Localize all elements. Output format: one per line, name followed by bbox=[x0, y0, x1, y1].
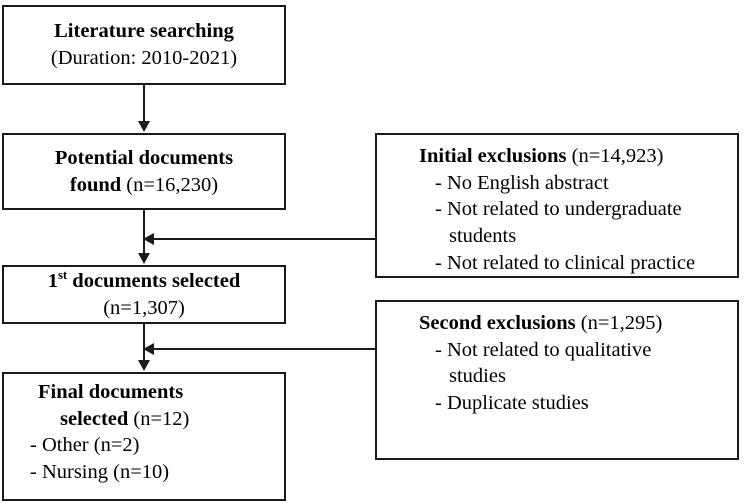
first-selected-count: (n=1,307) bbox=[103, 296, 185, 319]
potential-documents-count: (n=16,230) bbox=[121, 173, 219, 196]
arrowhead-left-from-second-exclusions bbox=[143, 343, 154, 355]
second-exclusions-item-2: - Duplicate studies bbox=[435, 391, 589, 414]
box-final-documents-selected: Final documents selected (n=12) - Other … bbox=[2, 372, 286, 501]
connector-line-second-exclusions bbox=[149, 348, 376, 350]
initial-exclusions-item-3: - Not related to clinical practice bbox=[435, 251, 696, 274]
connector-line-potential-to-first-selected bbox=[143, 210, 145, 255]
connector-line-initial-exclusions bbox=[149, 238, 376, 240]
second-exclusions-item-1-continuation: studies bbox=[449, 365, 506, 388]
literature-searching-title: Literature searching bbox=[54, 20, 234, 43]
final-selected-title-line1: Final documents bbox=[38, 381, 184, 403]
second-exclusions-count: (n=1,295) bbox=[575, 312, 663, 334]
potential-documents-title-line2: found (n=16,230) bbox=[4, 172, 284, 199]
final-selected-item-nursing: - Nursing (n=10) bbox=[30, 460, 170, 483]
initial-exclusions-heading-label: Initial exclusions bbox=[419, 145, 567, 167]
connector-line-searching-to-potential bbox=[143, 85, 145, 123]
first-selected-ordinal-suffix: st bbox=[57, 268, 68, 283]
arrowhead-left-from-initial-exclusions bbox=[143, 233, 154, 245]
initial-exclusions-item-1: - No English abstract bbox=[435, 171, 609, 194]
final-selected-item-other: - Other (n=2) bbox=[30, 434, 140, 457]
second-exclusions-item-1: - Not related to qualitative bbox=[435, 338, 652, 361]
arrowhead-down-into-final-selected bbox=[138, 360, 150, 371]
first-selected-title: 1st documents selected bbox=[4, 268, 284, 295]
arrowhead-down-into-potential-documents bbox=[138, 121, 150, 132]
box-first-documents-selected: 1st documents selected (n=1,307) bbox=[2, 265, 286, 324]
final-selected-selected-word: selected bbox=[60, 407, 129, 430]
final-selected-title-line2: selected (n=12) bbox=[4, 406, 284, 433]
initial-exclusions-item-2: - Not related to undergraduate bbox=[435, 198, 682, 221]
first-selected-title-rest: documents selected bbox=[67, 269, 241, 292]
box-initial-exclusions: Initial exclusions (n=14,923) - No Engli… bbox=[375, 133, 739, 278]
literature-searching-duration: (Duration: 2010-2021) bbox=[50, 47, 238, 69]
potential-documents-title-line1: Potential documents bbox=[54, 146, 234, 169]
initial-exclusions-heading: Initial exclusions (n=14,923) bbox=[377, 143, 737, 170]
box-second-exclusions: Second exclusions (n=1,295) - Not relate… bbox=[375, 300, 739, 460]
second-exclusions-heading-label: Second exclusions bbox=[419, 312, 576, 334]
initial-exclusions-count: (n=14,923) bbox=[566, 145, 664, 167]
box-potential-documents-found: Potential documents found (n=16,230) bbox=[2, 133, 286, 210]
first-selected-ordinal-number: 1 bbox=[47, 269, 58, 292]
second-exclusions-heading: Second exclusions (n=1,295) bbox=[377, 310, 737, 337]
final-selected-count: (n=12) bbox=[128, 407, 190, 430]
arrowhead-down-into-first-selected bbox=[138, 253, 150, 264]
box-literature-searching: Literature searching (Duration: 2010-202… bbox=[2, 5, 286, 85]
potential-documents-found-word: found bbox=[69, 173, 122, 196]
initial-exclusions-item-2-continuation: students bbox=[449, 224, 517, 247]
